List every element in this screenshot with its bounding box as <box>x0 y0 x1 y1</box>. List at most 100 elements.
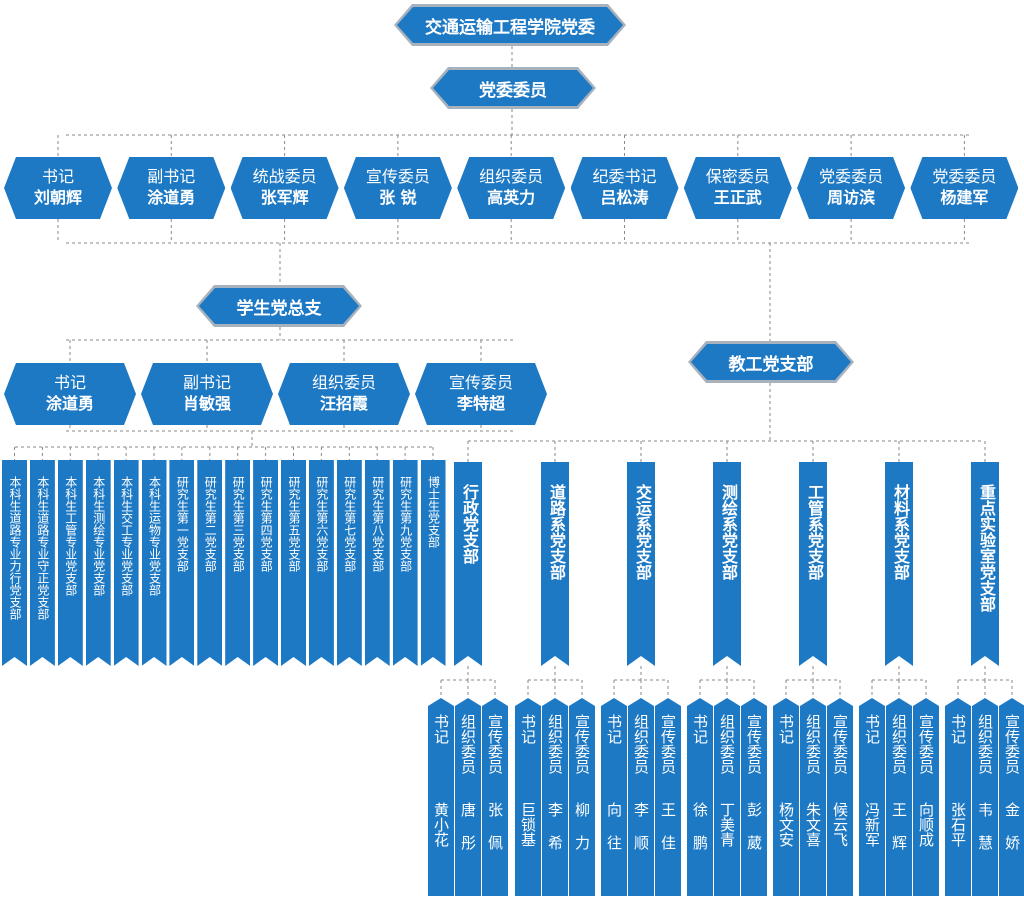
branch-name: 博士生党支部 <box>426 476 441 548</box>
member-role: 统战委员 <box>252 167 317 186</box>
branch-name: 本科生交工专业党支部 <box>119 476 134 596</box>
officer-name: 徐 鹏 <box>691 802 709 850</box>
officer-name: 朱文喜 <box>804 802 822 847</box>
student-branch: 研究生第六党支部 <box>309 460 334 666</box>
officer-name: 黄小花 <box>432 802 450 847</box>
committee-member: 组织委员高英力 <box>457 157 565 219</box>
officer-role: 组织委员 <box>976 714 994 774</box>
branch-officer: 组织委员丁美青 <box>714 698 740 896</box>
officer-role: 宣传委员 <box>573 714 591 774</box>
branch-name: 本科生工管专业党支部 <box>63 476 78 596</box>
branch-officer: 书记向 往 <box>601 698 627 896</box>
faculty-branch: 材料系党支部 <box>885 462 913 666</box>
branch-officer: 书记冯新军 <box>859 698 885 896</box>
student-branch: 本科生测绘专业党支部 <box>86 460 111 666</box>
officer-role: 组织委员 <box>546 714 564 774</box>
officer-role: 组织委员 <box>890 714 908 774</box>
student-branch: 本科生道路专业守正党支部 <box>30 460 55 666</box>
officer-role: 书记 <box>605 714 623 744</box>
branch-officer: 书记张石平 <box>945 698 971 896</box>
branch-name: 重点实验室党支部 <box>977 484 996 612</box>
officer-name: 王 佳 <box>659 802 677 850</box>
branch-name: 研究生第八党支部 <box>370 476 385 572</box>
branch-officer: 宣传委员候云飞 <box>827 698 853 896</box>
faculty-label: 教工党支部 <box>691 344 851 380</box>
officer-role: 组织委员 <box>459 714 477 774</box>
branch-officer: 宣传委员张 佩 <box>482 698 508 896</box>
member-name: 吕松涛 <box>600 188 649 207</box>
member-name: 张军辉 <box>260 188 309 207</box>
member-name: 张 锐 <box>379 188 417 207</box>
officer-role: 书记 <box>949 714 967 744</box>
student-branch: 本科生交工专业党支部 <box>114 460 139 666</box>
branch-officer: 书记徐 鹏 <box>687 698 713 896</box>
member-name: 汪招霞 <box>319 394 368 413</box>
officer-name: 金 娇 <box>1003 802 1021 850</box>
officer-role: 组织委员 <box>718 714 736 774</box>
branch-name: 工管系党支部 <box>805 484 824 580</box>
member-role: 纪委书记 <box>592 167 657 186</box>
officer-role: 宣传委员 <box>917 714 935 774</box>
faculty-branch: 测绘系党支部 <box>713 462 741 666</box>
committee-node: 党委委员 <box>430 67 596 109</box>
officer-role: 组织委员 <box>632 714 650 774</box>
org-title-node: 交通运输工程学院党委 <box>394 4 626 46</box>
committee-member: 纪委书记吕松涛 <box>571 157 679 219</box>
student-branch: 博士生党支部 <box>421 460 446 666</box>
officer-role: 书记 <box>863 714 881 744</box>
faculty-branch: 交运系党支部 <box>627 462 655 666</box>
branch-name: 研究生第九党支部 <box>398 476 413 572</box>
branch-name: 测绘系党支部 <box>719 484 738 580</box>
committee-label: 党委委员 <box>433 70 593 106</box>
officer-name: 张石平 <box>949 802 967 847</box>
student-branch: 本科生道路专业力行党支部 <box>2 460 27 666</box>
member-name: 王正武 <box>713 188 762 207</box>
committee-member: 党委委员杨建军 <box>910 157 1018 219</box>
faculty-branch: 重点实验室党支部 <box>971 462 999 666</box>
faculty-branch: 工管系党支部 <box>799 462 827 666</box>
student-branch: 研究生第一党支部 <box>169 460 194 666</box>
officer-role: 组织委员 <box>804 714 822 774</box>
member-role: 宣传委员 <box>448 373 513 392</box>
member-name: 涂道勇 <box>147 188 196 207</box>
member-role: 党委委员 <box>932 167 997 186</box>
committee-member: 宣传委员张 锐 <box>344 157 452 219</box>
branch-name: 本科生测绘专业党支部 <box>91 476 106 596</box>
member-name: 刘朝辉 <box>33 188 82 207</box>
branch-name: 道路系党支部 <box>547 484 566 580</box>
officer-role: 书记 <box>432 714 450 744</box>
student-general-member: 副书记肖敏强 <box>141 363 273 425</box>
branch-officer: 宣传委员彭 葳 <box>741 698 767 896</box>
branch-officer: 组织委员朱文喜 <box>800 698 826 896</box>
branch-officer: 书记杨文安 <box>773 698 799 896</box>
branch-name: 研究生第四党支部 <box>259 476 274 572</box>
branch-name: 交运系党支部 <box>633 484 652 580</box>
branch-name: 本科生运物专业党支部 <box>147 476 162 596</box>
faculty-branch: 行政党支部 <box>454 462 482 666</box>
officer-name: 韦 慧 <box>976 802 994 850</box>
member-role: 组织委员 <box>479 167 544 186</box>
member-name: 杨建军 <box>940 188 989 207</box>
branch-officer: 宣传委员王 佳 <box>655 698 681 896</box>
branch-officer: 组织委员王 辉 <box>886 698 912 896</box>
student-branch: 研究生第五党支部 <box>281 460 306 666</box>
branch-officer: 组织委员韦 慧 <box>972 698 998 896</box>
branch-name: 研究生第七党支部 <box>342 476 357 572</box>
student-branch: 研究生第三党支部 <box>225 460 250 666</box>
student-branch: 研究生第四党支部 <box>253 460 278 666</box>
branch-officer: 宣传委员柳 力 <box>569 698 595 896</box>
member-name: 周访滨 <box>827 188 876 207</box>
student-branch: 本科生运物专业党支部 <box>142 460 167 666</box>
member-name: 涂道勇 <box>45 394 94 413</box>
officer-name: 巨锁基 <box>519 802 537 847</box>
branch-officer: 书记巨锁基 <box>515 698 541 896</box>
member-name: 李特超 <box>456 394 505 413</box>
officer-name: 唐 彤 <box>459 802 477 850</box>
committee-member: 书记刘朝辉 <box>4 157 112 219</box>
officer-role: 宣传委员 <box>486 714 504 774</box>
committee-member: 党委委员周访滨 <box>797 157 905 219</box>
member-name: 肖敏强 <box>182 394 231 413</box>
student-branch: 研究生第九党支部 <box>393 460 418 666</box>
student-branch: 本科生工管专业党支部 <box>58 460 83 666</box>
